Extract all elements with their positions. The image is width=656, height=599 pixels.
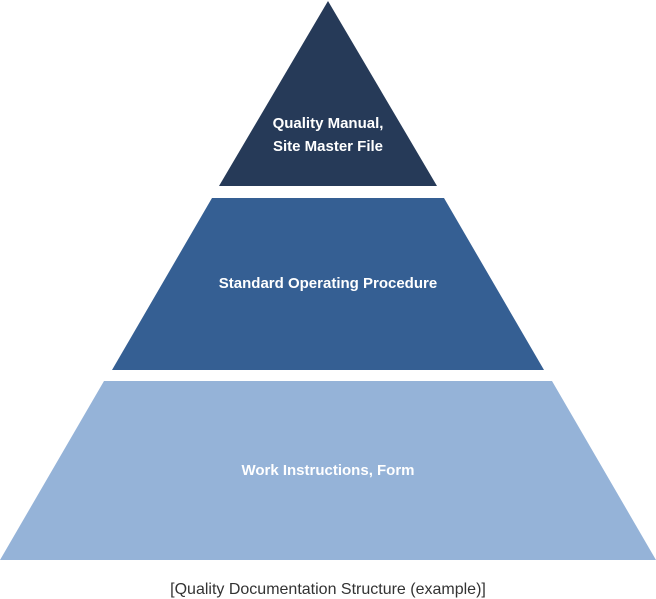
pyramid-tier-bottom: Work Instructions, Form: [0, 381, 656, 560]
tier-top-label-line-1: Quality Manual,: [273, 115, 384, 132]
tier-middle-shape: [112, 198, 544, 370]
tier-bottom-shape: [0, 381, 656, 560]
tier-top-shape: [219, 1, 437, 186]
pyramid-tier-middle: Standard Operating Procedure: [112, 198, 544, 370]
pyramid-tier-top: Quality Manual, Site Master File: [219, 1, 437, 186]
tier-top-label-line-2: Site Master File: [273, 138, 383, 155]
tier-middle-label: Standard Operating Procedure: [219, 275, 437, 292]
tier-bottom-label: Work Instructions, Form: [241, 462, 414, 479]
diagram-caption: [Quality Documentation Structure (exampl…: [170, 581, 486, 598]
